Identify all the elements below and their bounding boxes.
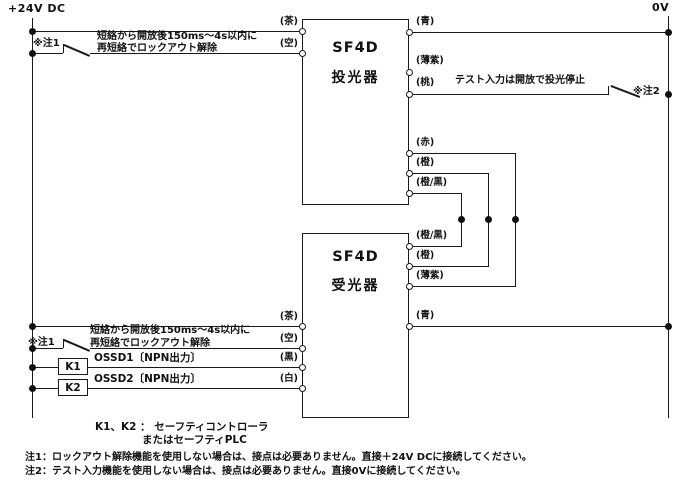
junction-sync-red (511, 215, 519, 223)
terminal-receiver-orangeblack (405, 242, 413, 250)
receiver-pin-label-orangeblack: (橙/黒) (416, 230, 448, 241)
terminal-emitter-sky (298, 49, 306, 57)
wire-emitter-sky-seg1 (32, 52, 63, 54)
junction-left-rail-2 (28, 49, 36, 57)
wire-orangeblack-h2 (409, 245, 462, 247)
left-rail-label: +24V DC (8, 2, 66, 15)
terminal-emitter-lightpurple (405, 68, 413, 76)
right-power-rail (667, 16, 669, 418)
lockout-note-bottom-line2: 再短絡でロックアウト解除 (90, 338, 210, 349)
note1-marker-bottom: ※注1 (28, 337, 55, 348)
emitter-pin-label-lightpurple: (薄紫) (416, 55, 444, 66)
lockout-note-top-line2: 再短絡でロックアウト解除 (97, 43, 217, 54)
k-caption-line1: K1、K2 ： セーフティコントローラ (95, 421, 269, 433)
junction-left-rail-3 (28, 322, 36, 330)
wire-emitter-brown (32, 30, 302, 32)
wire-orange-h2 (409, 265, 489, 267)
right-rail-label: 0V (652, 1, 670, 14)
terminal-receiver-white (298, 384, 306, 392)
relay-k2-label: K2 (65, 381, 81, 394)
emitter-role: 投光器 (331, 70, 380, 86)
wire-receiver-brown (32, 325, 302, 327)
receiver-box: SF4D 受光器 (302, 233, 409, 418)
wire-emitter-blue (409, 31, 668, 33)
emitter-pin-label-orangeblack: (橙/黒) (416, 177, 448, 188)
junction-right-rail-1 (664, 28, 672, 36)
emitter-pin-label-brown: (茶) (279, 16, 298, 27)
wire-orangeblack-h1 (409, 192, 462, 194)
emitter-pin-label-sky: (空) (279, 38, 298, 49)
left-power-rail (31, 18, 33, 418)
terminal-emitter-orange (405, 169, 413, 177)
note2-marker: ※注2 (633, 86, 660, 97)
emitter-model: SF4D (332, 40, 379, 56)
terminal-receiver-lightpurple (405, 282, 413, 290)
k-caption-line2: またはセーフティPLC (142, 434, 247, 446)
test-input-note: テスト入力は開放で投光停止 (455, 75, 585, 86)
wire-orange-h1 (409, 172, 489, 174)
terminal-emitter-pink (405, 90, 413, 98)
footnote-2: 注2：テスト入力機能を使用しない場合は、接点は必要ありません。直接0Vに接続して… (25, 466, 466, 477)
terminal-receiver-orange (405, 262, 413, 270)
switch2-contact (607, 85, 609, 95)
receiver-pin-label-lightpurple: (薄紫) (416, 270, 444, 281)
relay-k2: K2 (58, 379, 88, 396)
wire-receiver-sky-seg1 (32, 347, 63, 349)
junction-right-rail-3 (664, 322, 672, 330)
footnote-1: 注1：ロックアウト解除機能を使用しない場合は、接点は必要ありません。直接＋24V… (25, 452, 532, 463)
receiver-role: 受光器 (331, 278, 380, 294)
emitter-box: SF4D 投光器 (302, 19, 409, 205)
switch1-contact (62, 43, 64, 53)
terminal-receiver-sky (298, 344, 306, 352)
terminal-receiver-blue (405, 322, 413, 330)
terminal-receiver-black (298, 363, 306, 371)
wire-receiver-blue (409, 325, 668, 327)
junction-sync-orange (484, 215, 492, 223)
junction-left-rail-5 (28, 363, 36, 371)
switch3-contact (62, 338, 64, 348)
terminal-emitter-blue (405, 28, 413, 36)
receiver-pin-label-white: (白) (279, 373, 298, 384)
emitter-pin-label-blue: (青) (416, 16, 435, 27)
terminal-emitter-orangeblack (405, 189, 413, 197)
ossd1-label: OSSD1〔NPN出力〕 (94, 352, 201, 364)
terminal-receiver-brown (298, 322, 306, 330)
ossd2-label: OSSD2〔NPN出力〕 (94, 373, 201, 385)
switch3-blade (63, 339, 91, 352)
wire-red-h1 (409, 152, 516, 154)
wire-ossd1-seg1 (32, 366, 58, 368)
junction-left-rail-1 (28, 27, 36, 35)
junction-left-rail-4 (28, 344, 36, 352)
emitter-pin-label-orange: (橙) (416, 157, 435, 168)
switch1-blade (63, 44, 91, 57)
note1-marker-top: ※注1 (33, 38, 60, 49)
receiver-pin-label-brown: (茶) (279, 311, 298, 322)
relay-k1: K1 (58, 358, 88, 375)
receiver-pin-label-black: (黒) (279, 352, 298, 363)
terminal-emitter-red (405, 149, 413, 157)
junction-right-rail-2 (664, 90, 672, 98)
emitter-pin-label-pink: (桃) (416, 77, 435, 88)
wire-red-h2 (409, 285, 516, 287)
receiver-model: SF4D (332, 249, 379, 265)
receiver-pin-label-orange: (橙) (416, 250, 435, 261)
lockout-note-top-line1: 短絡から開放後150ms〜4s以内に (97, 31, 258, 42)
wire-ossd1-seg2 (88, 366, 302, 368)
relay-k1-label: K1 (65, 360, 81, 373)
wire-emitter-sky-seg2 (90, 52, 302, 54)
terminal-emitter-brown (298, 27, 306, 35)
receiver-pin-label-sky: (空) (279, 333, 298, 344)
junction-left-rail-6 (28, 384, 36, 392)
emitter-pin-label-red: (赤) (416, 137, 435, 148)
wire-emitter-pink (409, 93, 609, 95)
lockout-note-bottom-line1: 短絡から開放後150ms〜4s以内に (90, 325, 251, 336)
wire-ossd2-seg2 (88, 387, 302, 389)
receiver-pin-label-blue: (青) (416, 310, 435, 321)
wire-ossd2-seg1 (32, 387, 58, 389)
junction-sync-orangeblack (458, 215, 465, 223)
wire-receiver-sky-seg2 (90, 347, 302, 349)
